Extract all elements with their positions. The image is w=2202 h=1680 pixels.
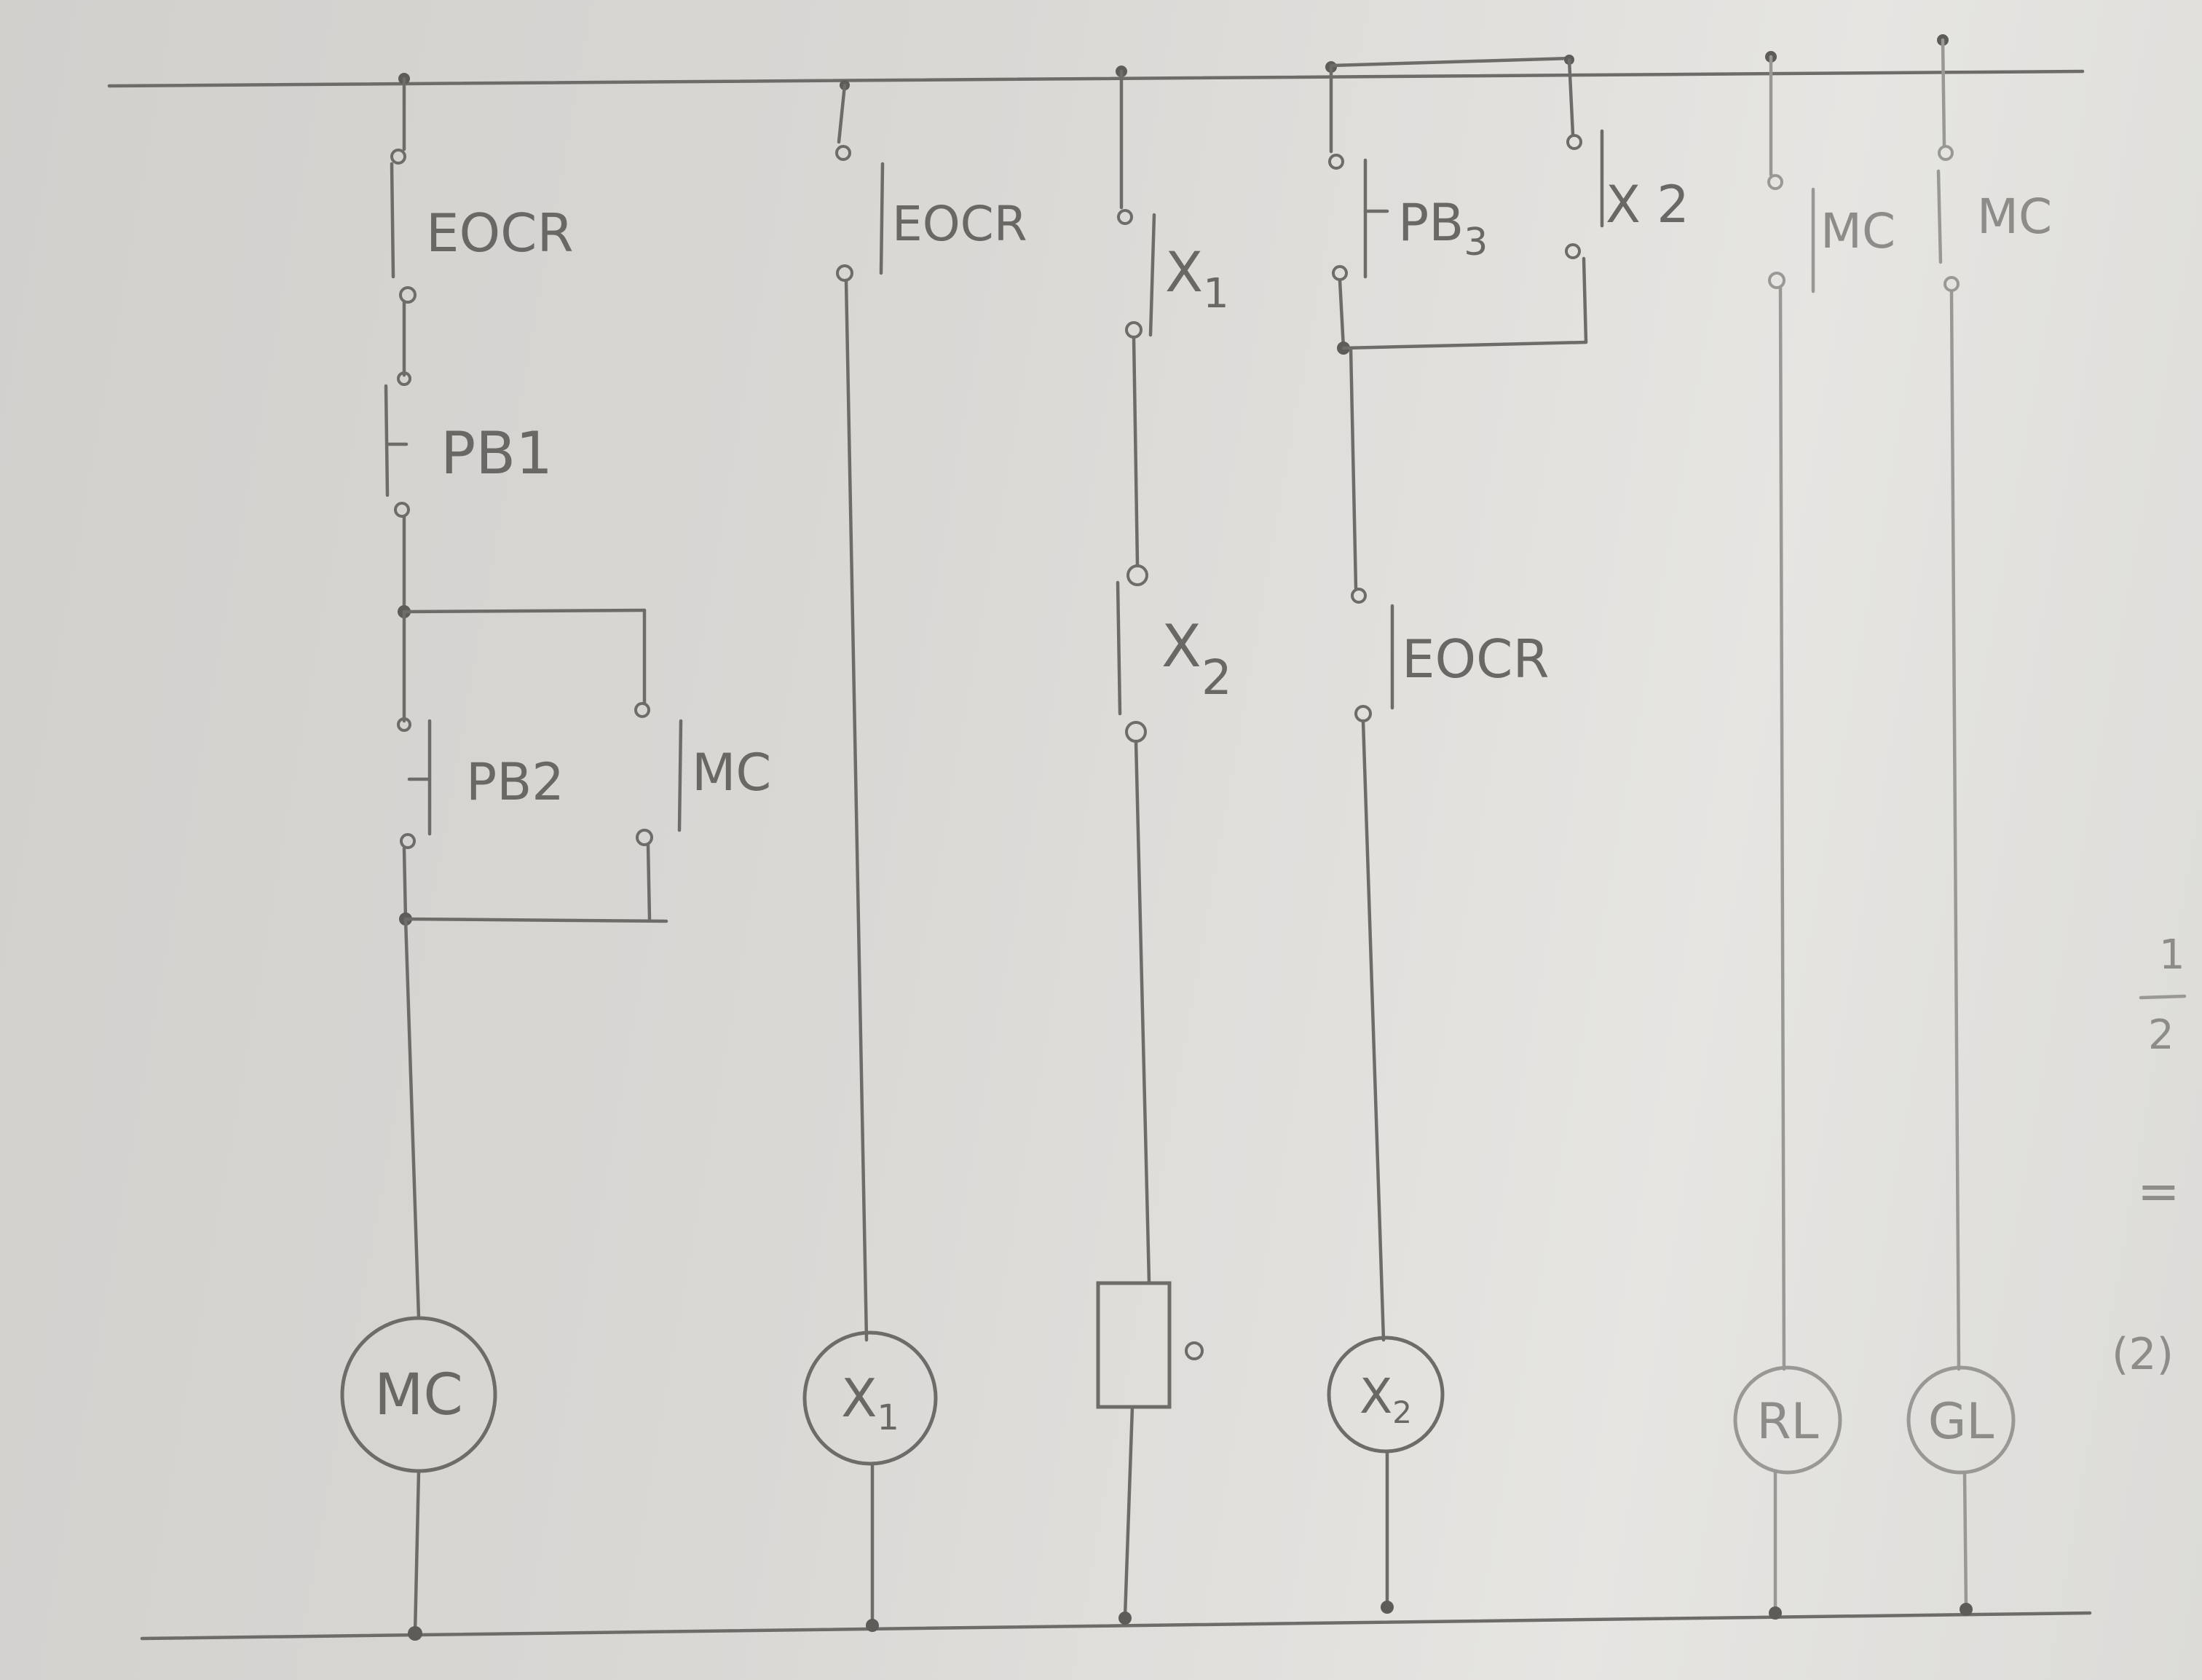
mc-contact-gl: MC [1936,145,2052,292]
mc-contact-rl: MC [1767,174,1895,293]
eocr-contact-1: EOCR [390,149,573,304]
pb2-label: PB2 [466,752,564,812]
x2-seal-contact: X 2 [1565,129,1689,259]
mc-contact-gl-label: MC [1977,189,2052,245]
x2-timer-label: X2 [1161,612,1232,706]
x1-contact-label: X1 [1165,240,1229,318]
x2-coil-label: X2 [1360,1368,1412,1430]
bottom-power-rail [140,1611,2092,1641]
timer-coil [1096,1281,1172,1409]
pb3-label: PB3 [1398,193,1488,264]
pb2-contact: PB2 [397,717,564,849]
equals-sign: = [2137,1162,2180,1221]
x1-contact: X1 [1117,209,1229,339]
pb1-contact: PB1 [384,371,553,518]
x2-seal-label: X 2 [1606,175,1689,234]
x2-timer-contact: X2 [1116,564,1232,743]
item-number: (2) [2112,1329,2174,1380]
gl-lamp-label: GL [1928,1393,1994,1451]
timer-coil-marker [1185,1341,1204,1360]
mc-holding-contact: MC [634,702,771,846]
mc-holding-label: MC [692,743,771,802]
fraction-denominator: 2 [2148,1011,2174,1059]
margin-notes: 1 2 = (2) [2112,931,2187,1380]
eocr-contact-3: EOCR [1351,588,1549,722]
top-power-rail [107,69,2085,88]
fraction-numerator: 1 [2159,931,2185,979]
rung-x2: PB3 X 2 EOCR X2 [1325,55,1689,1614]
pb3-contact: PB3 [1328,154,1488,281]
rung-timer: X1 X2 [1096,66,1232,1625]
rung-gl: MC GL [1906,34,2052,1616]
x1-coil [802,1330,938,1466]
rl-lamp [1733,1365,1842,1475]
eocr-label-2: EOCR [892,196,1027,252]
mc-coil-label: MC [374,1362,463,1428]
rl-lamp-label: RL [1756,1393,1818,1451]
x1-coil-label: X1 [841,1368,899,1438]
rung-x1: EOCR X1 [802,80,1027,1632]
eocr-contact-2: EOCR [835,145,1027,282]
rung-rl: MC RL [1733,51,1895,1620]
pb1-label: PB1 [441,419,553,487]
eocr-label-3: EOCR [1402,628,1549,690]
mc-contact-rl-label: MC [1820,203,1895,259]
gl-lamp [1906,1365,2016,1475]
rung-mc: EOCR PB1 PB2 MC [340,73,771,1641]
eocr-label-1: EOCR [426,202,573,264]
